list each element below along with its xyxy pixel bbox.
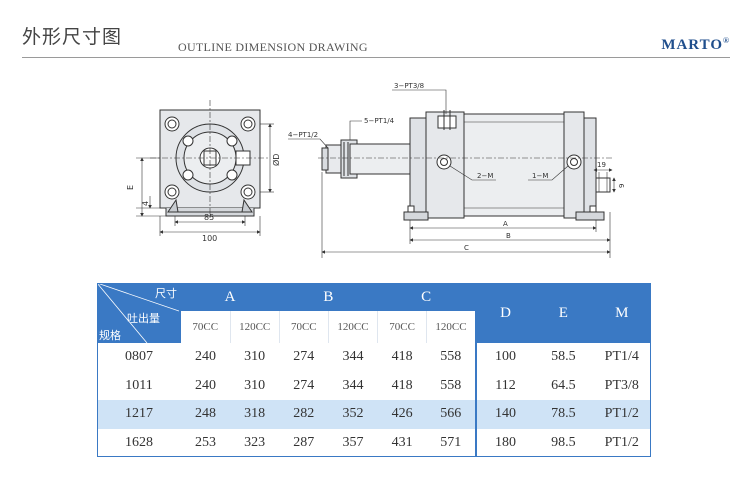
corner-diagonals [97, 283, 179, 343]
dim-4-label: 4 [141, 201, 150, 206]
cell-c-120: 558 [440, 377, 462, 393]
brand-name: MARTO [661, 37, 724, 53]
spec-table: 尺寸 吐出量 规格 A B C D E M 70CC 120CC 70CC 12… [97, 283, 651, 457]
cell-a-70: 248 [195, 406, 217, 422]
col-e: E [534, 283, 593, 343]
dim-19-label: 19 [597, 161, 606, 169]
corner-size-label: 尺寸 [154, 287, 177, 300]
table-row: 1217 248 318 282 352 426 566 140 78.5 PT… [97, 400, 651, 429]
cell-b-120: 352 [342, 406, 364, 422]
dim-a-label: A [503, 220, 508, 228]
cell-a-70: 240 [195, 349, 217, 365]
port-pt38-label: 3−PT3/8 [394, 82, 424, 90]
row-model: 1011 [125, 377, 153, 393]
outline-drawing: 85 100 E 4 ØD [126, 82, 626, 258]
port-pt14-label: 5−PT1/4 [364, 117, 395, 125]
cell-c-70: 418 [391, 377, 413, 393]
col-d: D [474, 283, 535, 343]
cell-a-70: 240 [195, 377, 217, 393]
cell-b-120: 357 [342, 434, 364, 450]
front-view [136, 100, 274, 236]
table-row: 0807 240 310 274 344 418 558 100 58.5 PT… [97, 343, 651, 372]
cell-b-70: 282 [293, 406, 315, 422]
table-row: 1628 253 323 287 357 431 571 180 98.5 PT… [97, 428, 651, 457]
port-1m-label: 1−M [532, 172, 548, 180]
dim-100-label: 100 [202, 234, 217, 243]
col-group-b: B [279, 283, 378, 311]
cell-d: 140 [474, 400, 535, 429]
row-model: 1217 [124, 406, 153, 422]
cell-e: 58.5 [551, 349, 576, 365]
dim-e-label: E [126, 185, 135, 190]
cell-c-70: 431 [391, 434, 413, 450]
cell-a-70: 253 [195, 434, 217, 450]
cell-b-70: 274 [293, 349, 315, 365]
cell-b-70: 287 [293, 434, 315, 450]
page-title-en: OUTLINE DIMENSION DRAWING [178, 40, 368, 54]
cell-e: 78.5 [551, 406, 576, 422]
cell-d: 112 [474, 371, 535, 400]
cell-b-120: 344 [342, 349, 364, 365]
cell-m: PT3/8 [604, 377, 639, 393]
dim-d-label: ØD [271, 154, 281, 166]
cell-d: 180 [474, 428, 535, 457]
cell-b-120: 344 [342, 377, 364, 393]
page-title-cn: 外形尺寸图 [22, 26, 123, 48]
table-corner-header: 尺寸 吐出量 规格 [97, 283, 181, 343]
cell-c-120: 571 [440, 434, 462, 450]
subhead-a-70cc: 70CC [180, 311, 231, 343]
cell-d: 100 [474, 343, 535, 372]
col-group-c: C [377, 283, 476, 311]
dim-b-label: B [506, 232, 511, 240]
cell-e: 64.5 [551, 377, 576, 393]
subhead-c-120cc: 120CC [426, 311, 477, 343]
row-model: 0807 [124, 349, 153, 365]
cell-b-70: 274 [293, 377, 315, 393]
cell-c-120: 558 [440, 349, 462, 365]
col-group-a: A [180, 283, 280, 311]
cell-e: 98.5 [551, 434, 576, 450]
dim-85-label: 85 [204, 213, 214, 222]
port-pt12-label: 4−PT1/2 [288, 131, 318, 139]
cell-c-120: 566 [440, 406, 462, 422]
header-divider [22, 57, 730, 58]
col-m: M [592, 283, 651, 343]
registered-mark: ® [723, 36, 730, 45]
cell-m: PT1/2 [604, 406, 639, 422]
cell-a-120: 318 [244, 406, 266, 422]
cell-a-120: 323 [244, 434, 266, 450]
cell-m: PT1/4 [604, 349, 639, 365]
cell-c-70: 426 [391, 406, 413, 422]
subhead-c-70cc: 70CC [377, 311, 428, 343]
side-view [288, 89, 616, 258]
subhead-b-120cc: 120CC [328, 311, 379, 343]
table-row: 1011 240 310 274 344 418 558 112 64.5 PT… [97, 371, 651, 400]
dim-c-label: C [464, 244, 469, 252]
dim-9-label: 9 [618, 184, 626, 188]
corner-model-label: 规格 [99, 329, 121, 342]
subhead-b-70cc: 70CC [279, 311, 329, 343]
port-2m-label: 2−M [477, 172, 493, 180]
cell-m: PT1/2 [604, 434, 639, 450]
row-model: 1628 [124, 434, 153, 450]
corner-output-label: 吐出量 [127, 312, 160, 325]
cell-a-120: 310 [244, 349, 266, 365]
cell-a-120: 310 [244, 377, 266, 393]
brand-logo: MARTO® [661, 36, 730, 54]
cell-c-70: 418 [391, 349, 413, 365]
subhead-a-120cc: 120CC [230, 311, 280, 343]
